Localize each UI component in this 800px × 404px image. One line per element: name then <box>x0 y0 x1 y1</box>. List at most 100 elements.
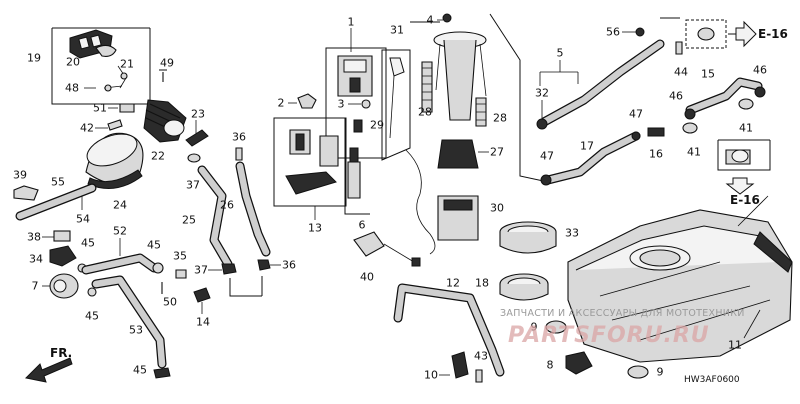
callout-45-a: 45 <box>81 237 95 250</box>
callout-24: 24 <box>113 199 127 212</box>
cover-24 <box>85 132 144 189</box>
callout-11: 11 <box>728 339 742 352</box>
callout-35: 35 <box>173 250 187 263</box>
callout-10: 10 <box>424 369 438 382</box>
clip-47-a <box>540 174 552 186</box>
clip-29 <box>353 119 363 133</box>
callout-34: 34 <box>29 253 43 266</box>
clip-45-b <box>87 287 97 297</box>
ref-e16-mid: E-16 <box>730 193 760 207</box>
callout-8: 8 <box>547 359 554 372</box>
callout-45-b: 45 <box>85 310 99 323</box>
group-box-e16 <box>717 139 771 171</box>
clip-39 <box>13 185 39 201</box>
connector-16 <box>647 127 665 137</box>
callout-9-b: 9 <box>657 366 664 379</box>
clip-46-b <box>684 108 696 120</box>
callout-1: 1 <box>348 16 355 29</box>
callout-22: 22 <box>151 150 165 163</box>
cap-9-a <box>545 320 567 334</box>
front-label: FR. <box>50 346 72 360</box>
arrow-e16-mid <box>725 177 755 195</box>
callout-49: 49 <box>160 57 174 70</box>
group-box-filter <box>344 118 370 215</box>
callout-44: 44 <box>674 66 688 79</box>
callout-29: 29 <box>370 119 384 132</box>
callout-15: 15 <box>701 68 715 81</box>
callout-21: 21 <box>120 58 134 71</box>
bolt-43 <box>475 369 483 383</box>
callout-45-c: 45 <box>133 364 147 377</box>
clip-41-b <box>682 122 698 134</box>
callout-41-a: 41 <box>739 122 753 135</box>
regulator-13 <box>285 129 339 195</box>
callout-31: 31 <box>390 24 404 37</box>
callout-36-b: 36 <box>282 259 296 272</box>
reservoir-30 <box>437 195 479 241</box>
ref-box-e16-mid <box>725 149 751 165</box>
callout-33: 33 <box>565 227 579 240</box>
clamp-37-a <box>187 153 201 163</box>
callout-6: 6 <box>359 219 366 232</box>
callout-53: 53 <box>129 324 143 337</box>
clip-51 <box>119 103 135 113</box>
arrow-e16-top <box>735 20 757 48</box>
seal-2 <box>297 93 317 109</box>
callout-47-b: 47 <box>629 108 643 121</box>
clip-32 <box>536 118 548 130</box>
group-box-13 <box>273 117 347 207</box>
callout-28-a: 28 <box>418 106 432 119</box>
clip-45-c <box>153 367 171 379</box>
fuel-sender-40 <box>353 231 421 267</box>
callout-51: 51 <box>93 102 107 115</box>
callout-3: 3 <box>338 98 345 111</box>
callout-42: 42 <box>80 122 94 135</box>
callout-25: 25 <box>182 214 196 227</box>
pump-flange-31 <box>433 31 487 121</box>
callout-23: 23 <box>191 108 205 121</box>
watermark-line1: ЗАПЧАСТИ И АКСЕССУАРЫ ДЛЯ МОТОТЕХНИКИ <box>500 308 745 319</box>
callout-36-a: 36 <box>232 131 246 144</box>
callout-37-a: 37 <box>186 179 200 192</box>
callout-47-a: 47 <box>540 150 554 163</box>
screw-49 <box>159 69 167 82</box>
callout-46-b: 46 <box>669 90 683 103</box>
clip-44 <box>675 41 683 55</box>
pump-unit-1 <box>337 55 373 97</box>
clip-46-a <box>754 86 766 98</box>
lock-ring-33 <box>499 221 557 254</box>
clip-38 <box>53 230 71 242</box>
callout-27: 27 <box>490 146 504 159</box>
valve-14 <box>193 287 211 303</box>
ref-e16-top: E-16 <box>758 27 788 41</box>
callout-55: 55 <box>51 176 65 189</box>
fuel-cap-assembly <box>69 29 128 92</box>
clip-45-d <box>152 262 164 274</box>
callout-52: 52 <box>113 225 127 238</box>
bracket-10 <box>451 351 469 379</box>
callout-45-d: 45 <box>147 239 161 252</box>
callout-26: 26 <box>220 199 234 212</box>
ref-box-top <box>685 19 727 49</box>
callout-16: 16 <box>649 148 663 161</box>
callout-54: 54 <box>76 213 90 226</box>
callout-39: 39 <box>13 169 27 182</box>
clip-35 <box>175 269 187 279</box>
diagram-code: HW3AF0600 <box>684 375 740 385</box>
callout-46-a: 46 <box>753 64 767 77</box>
callout-7: 7 <box>32 280 39 293</box>
callout-48: 48 <box>65 82 79 95</box>
group-box-31 <box>410 13 549 183</box>
connector <box>389 57 405 77</box>
clamp-36-b <box>257 259 271 271</box>
callout-12: 12 <box>446 277 460 290</box>
fuel-pump-6 <box>347 147 361 199</box>
callout-40: 40 <box>360 271 374 284</box>
watermark-line2: PARTSFORU.RU <box>508 323 710 348</box>
wire-harness <box>405 149 436 255</box>
callout-17: 17 <box>580 140 594 153</box>
clamp-36-a <box>235 147 243 161</box>
callout-2: 2 <box>278 97 285 110</box>
spring-28-a <box>421 61 433 113</box>
